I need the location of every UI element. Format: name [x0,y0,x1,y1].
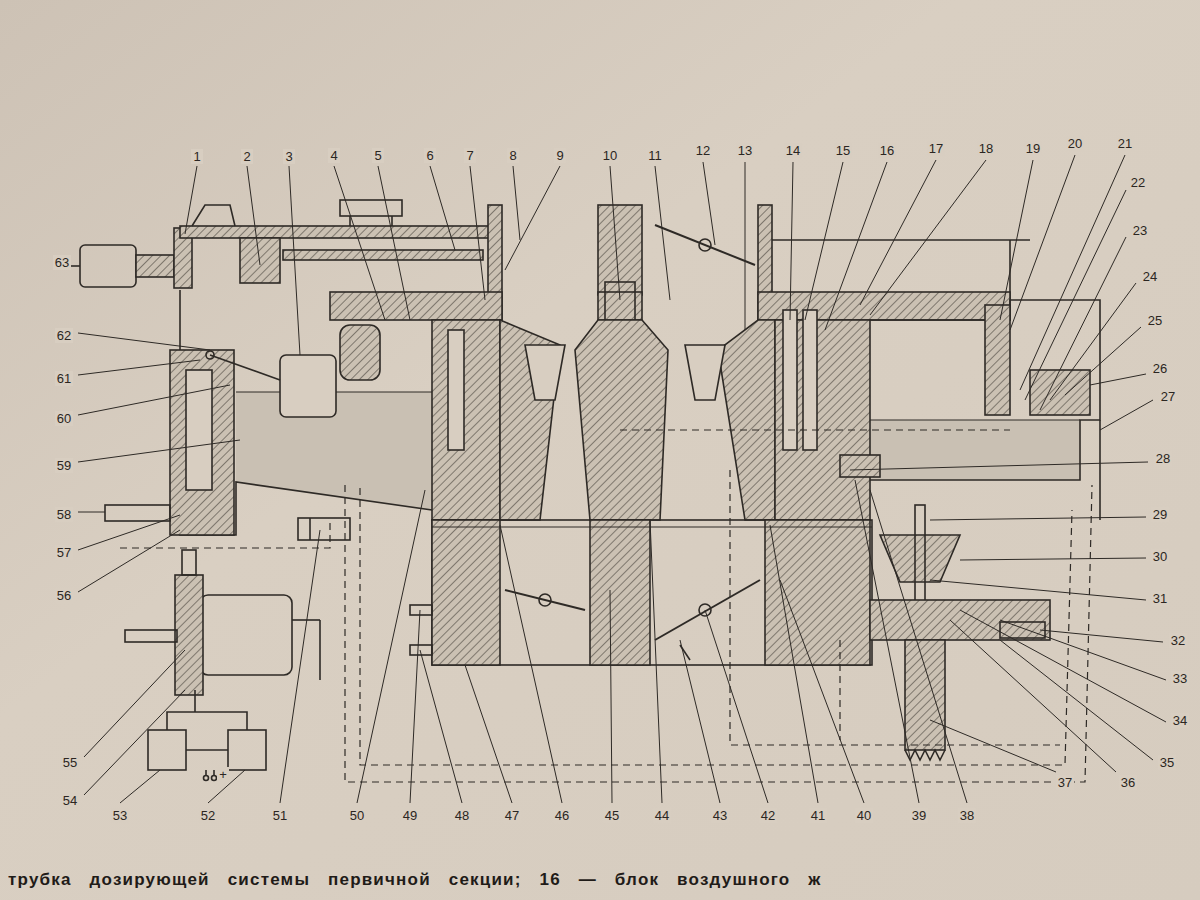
callout-number: 9 [554,148,565,163]
callout-number: 19 [1024,141,1042,156]
callout-number: 46 [553,808,571,823]
figure-caption: трубка дозирующей системы первичной секц… [8,870,822,890]
callout-number: 48 [453,808,471,823]
callout-number: 50 [348,808,366,823]
leader-lines [78,155,1166,803]
callout-number: 60 [55,411,73,426]
callout-number: 53 [111,808,129,823]
callout-number: 7 [464,148,475,163]
callout-number: 23 [1131,223,1149,238]
callout-number: 16 [878,143,896,158]
callout-number: 41 [809,808,827,823]
callout-number: 29 [1151,507,1169,522]
callout-number: 43 [711,808,729,823]
callout-number: 40 [855,808,873,823]
callout-number: 63 [53,255,71,270]
callout-number: 38 [958,808,976,823]
callout-number: 57 [55,545,73,560]
callout-number: 1 [191,149,202,164]
callout-number: 44 [653,808,671,823]
callout-number: 14 [784,143,802,158]
callout-number: 28 [1154,451,1172,466]
callout-number: 4 [328,148,339,163]
callout-number: 61 [55,371,73,386]
terminal-sign: + [217,767,229,782]
callout-number: 33 [1171,671,1189,686]
callout-number: 10 [601,148,619,163]
callout-number: 18 [977,141,995,156]
callout-number: 47 [503,808,521,823]
callout-number: 21 [1116,136,1134,151]
callout-number: 27 [1159,389,1177,404]
callout-number: 17 [927,141,945,156]
callout-number: 25 [1146,313,1164,328]
callout-number: 26 [1151,361,1169,376]
callout-number: 15 [834,143,852,158]
callout-number: 2 [241,149,252,164]
callout-number: 39 [910,808,928,823]
callout-number: 45 [603,808,621,823]
callout-number: 8 [507,148,518,163]
callout-number: 6 [424,148,435,163]
callout-number: 55 [61,755,79,770]
callout-number: 24 [1141,269,1159,284]
callout-number: 37 [1056,775,1074,790]
callout-number: 32 [1169,633,1187,648]
callout-number: 34 [1171,713,1189,728]
callout-number: 36 [1119,775,1137,790]
callout-number: 35 [1158,755,1176,770]
callout-number: 62 [55,328,73,343]
callout-number: 51 [271,808,289,823]
callout-number: 12 [694,143,712,158]
callout-number: 22 [1129,175,1147,190]
callout-number: 52 [199,808,217,823]
callout-number: 11 [646,148,664,163]
callout-number: 56 [55,588,73,603]
callout-number: 54 [61,793,79,808]
callout-number: 59 [55,458,73,473]
callout-number: 58 [55,507,73,522]
callout-number: 5 [372,148,383,163]
channel-lines [120,430,1092,782]
callout-number: 13 [736,143,754,158]
callout-number: 49 [401,808,419,823]
callout-number: 20 [1066,136,1084,151]
callout-number: 30 [1151,549,1169,564]
callout-number: 3 [283,149,294,164]
carburetor-body [70,200,1100,781]
callout-number: 42 [759,808,777,823]
callout-number: 31 [1151,591,1169,606]
